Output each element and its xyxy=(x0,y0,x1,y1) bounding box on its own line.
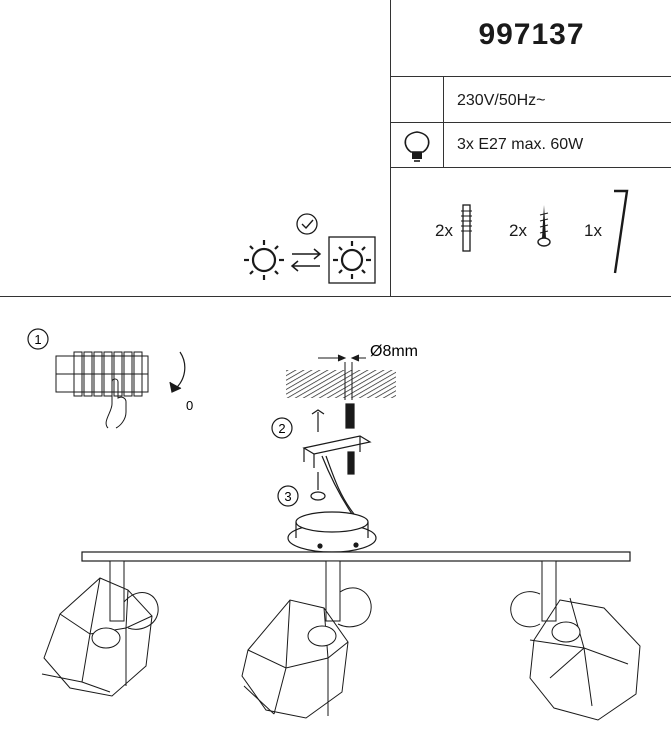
wall-plug-qty: 2x xyxy=(435,221,453,240)
bulb-spec-text: 3x E27 max. 60W xyxy=(457,136,584,153)
screw-icon xyxy=(537,205,551,247)
bulb-compatibility-panel xyxy=(0,0,390,296)
model-number: 997137 xyxy=(478,18,585,51)
model-row: 997137 xyxy=(391,0,671,77)
spotlight-center-icon xyxy=(241,560,372,719)
installation-diagram: 1 0 xyxy=(0,297,671,729)
switch-off-label: 0 xyxy=(186,398,193,413)
swap-arrows-icon xyxy=(290,248,322,272)
voltage-text: 230V/50Hz~ xyxy=(457,92,546,109)
sun-bulb-icon xyxy=(244,240,284,280)
step2-marker: 2 xyxy=(271,417,293,439)
drill-diameter-dim xyxy=(318,354,366,362)
spec-table: 997137 2x 2x xyxy=(390,0,671,296)
bulb-row xyxy=(391,122,671,168)
screw-qty: 2x xyxy=(509,221,527,240)
wall-plug-icon xyxy=(461,204,472,252)
rotate-arrow-icon xyxy=(169,351,186,393)
spotlight-right-icon xyxy=(510,560,641,721)
lightbulb-icon xyxy=(404,131,430,162)
spotlight-left-icon xyxy=(41,560,159,697)
ceiling-canopy-icon xyxy=(287,511,377,553)
light-bar-icon xyxy=(81,551,631,562)
bulb-icon-cell xyxy=(391,122,444,167)
cable-connector-icon xyxy=(310,455,355,515)
installation-drawing: 1 0 xyxy=(27,328,641,721)
parts-row: 2x 2x 1x xyxy=(391,167,671,296)
ceiling-icon xyxy=(286,362,396,400)
boxed-sun-bulb-icon xyxy=(328,236,376,284)
check-icon xyxy=(296,213,318,235)
allen-key-qty: 1x xyxy=(584,221,602,240)
allen-key-icon xyxy=(613,189,629,274)
step1-number: 1 xyxy=(34,332,41,347)
section-divider xyxy=(0,296,671,297)
mounting-bracket-icon xyxy=(302,403,372,475)
step2-number: 2 xyxy=(278,421,285,436)
step3-marker: 3 xyxy=(277,485,299,507)
power-icon-cell xyxy=(391,76,444,122)
bulb-swap-symbol xyxy=(244,213,376,284)
drill-diameter-label: Ø8mm xyxy=(370,343,418,360)
step3-number: 3 xyxy=(284,489,291,504)
circuit-breaker-icon xyxy=(55,351,149,429)
power-row xyxy=(391,76,671,123)
step1-marker: 1 xyxy=(27,328,49,350)
